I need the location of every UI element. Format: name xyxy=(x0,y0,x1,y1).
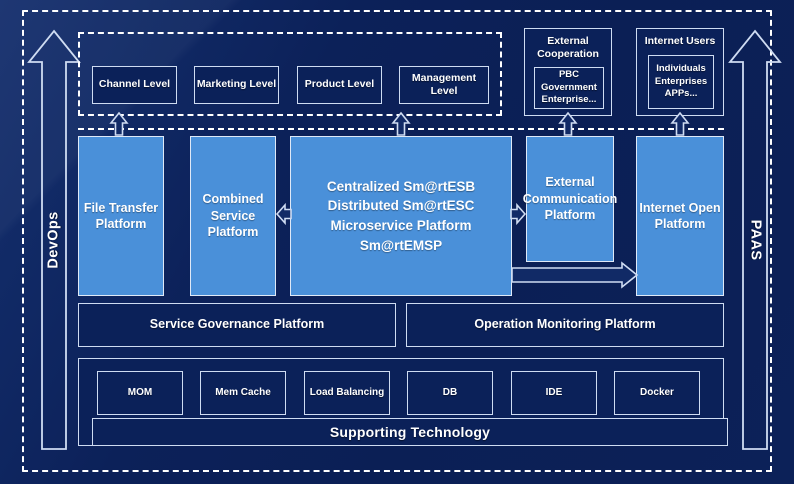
supporting-technology-bar[interactable]: Supporting Technology xyxy=(92,418,728,446)
up-arrow-to-management xyxy=(391,111,411,136)
platform-box-internet-open-label: Internet Open Platform xyxy=(639,200,721,232)
up-arrow-to-external-cooperation xyxy=(558,111,578,136)
center-line-3: Microservice Platform Sm@rtEMSP xyxy=(330,218,472,253)
internet-users-title: Internet Users xyxy=(644,35,716,47)
external-cooperation-inner: PBC Government Enterprise... xyxy=(534,67,604,109)
outer-dashed-frame xyxy=(22,10,772,472)
management-box-service-governance[interactable]: Service Governance Platform xyxy=(78,303,396,347)
internet-users-group[interactable]: Internet Users Individuals Enterprises A… xyxy=(636,28,724,116)
technology-box-ide[interactable]: IDE xyxy=(511,371,597,415)
up-arrow-shape xyxy=(27,29,81,450)
left-arrow-esb-to-combined-service xyxy=(275,202,292,226)
platform-box-combined-service[interactable]: Combined Service Platform xyxy=(190,136,276,296)
devops-pillar-arrow: DevOps xyxy=(26,28,82,452)
paas-pillar-arrow: PAAS xyxy=(727,28,783,452)
right-arrow-esb-to-external-communication xyxy=(510,202,527,226)
platform-box-file-transfer-label: File Transfer Platform xyxy=(83,200,159,232)
business-box-channel-level[interactable]: Channel Level xyxy=(92,66,177,104)
platform-box-internet-open[interactable]: Internet Open Platform xyxy=(636,136,724,296)
business-box-product-level[interactable]: Product Level xyxy=(297,66,382,104)
center-line-2: Distributed Sm@rtESC xyxy=(327,198,475,214)
up-arrow-to-channel xyxy=(109,111,129,136)
technology-box-db[interactable]: DB xyxy=(407,371,493,415)
technology-box-mem-cache[interactable]: Mem Cache xyxy=(200,371,286,415)
technology-box-mom[interactable]: MOM xyxy=(97,371,183,415)
business-box-management-level[interactable]: Management Level xyxy=(399,66,489,104)
up-arrow-shape xyxy=(728,29,782,450)
business-layer-container xyxy=(78,32,502,116)
platform-box-esb-esc-emsp-lines: Centralized Sm@rtESB Distributed Sm@rtES… xyxy=(291,177,511,255)
platform-box-esb-esc-emsp[interactable]: Centralized Sm@rtESB Distributed Sm@rtES… xyxy=(290,136,512,296)
external-cooperation-group[interactable]: External Cooperation PBC Government Ente… xyxy=(524,28,612,116)
center-line-1: Centralized Sm@rtESB xyxy=(326,178,476,194)
platform-box-combined-service-label: Combined Service Platform xyxy=(202,192,264,240)
right-arrow-esb-to-internet-open xyxy=(511,261,639,289)
platform-box-file-transfer[interactable]: File Transfer Platform xyxy=(78,136,164,296)
management-box-operation-monitoring[interactable]: Operation Monitoring Platform xyxy=(406,303,724,347)
platform-box-external-communication[interactable]: External Communication Platform xyxy=(522,136,618,262)
up-arrow-to-internet-users xyxy=(670,111,690,136)
technology-box-load-balancing[interactable]: Load Balancing xyxy=(304,371,390,415)
internet-users-inner: Individuals Enterprises APPs... xyxy=(648,55,714,109)
technology-box-docker[interactable]: Docker xyxy=(614,371,700,415)
business-box-marketing-level[interactable]: Marketing Level xyxy=(194,66,279,104)
platform-box-external-communication-label: External Communication Platform xyxy=(522,175,618,223)
external-cooperation-title: External Cooperation xyxy=(537,35,599,60)
